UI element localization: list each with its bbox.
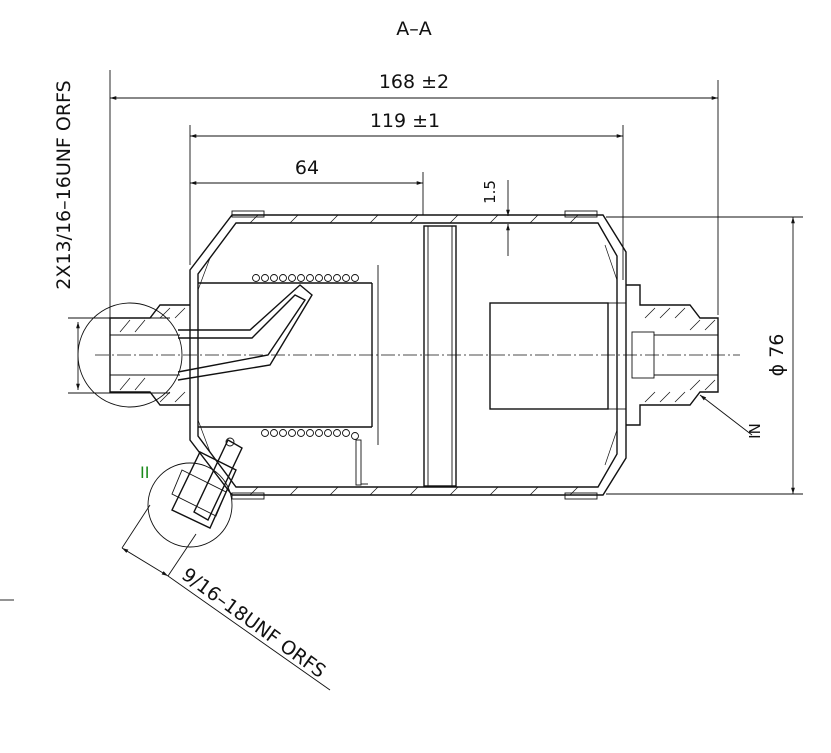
section-title: A–A — [396, 18, 432, 40]
spring-coils — [252, 274, 368, 486]
dimension-diameter-label: ϕ 76 — [766, 334, 788, 377]
dimension-offset-label: 64 — [295, 157, 319, 179]
inlet-label: IN — [746, 423, 764, 439]
filter-core — [423, 225, 457, 487]
dimension-overall-label: 168 ±2 — [379, 71, 449, 93]
filter-shell — [189, 210, 627, 500]
dimension-wall-thickness: 1.5 — [481, 180, 510, 256]
inner-tube — [198, 265, 379, 445]
dimension-diameter: ϕ 76 — [606, 216, 803, 495]
dimension-inlet-offset: 64 — [189, 157, 424, 215]
port-thread-bottom-label: 9/16–18UNF ORFS — [177, 564, 329, 683]
detail-marker: II — [140, 463, 149, 482]
left-fitting — [77, 302, 190, 408]
port-thread-bottom: 9/16–18UNF ORFS — [121, 504, 331, 691]
dimension-body-label: 119 ±1 — [370, 110, 440, 132]
dimension-wall-label: 1.5 — [481, 180, 499, 204]
outlet-block — [489, 302, 627, 410]
port-thread-left: 2X13/16–16UNF ORFS — [53, 80, 170, 394]
detail-circle-left — [77, 302, 183, 408]
dimension-body-length: 119 ±1 — [189, 110, 624, 280]
dimension-overall-length: 168 ±2 — [109, 70, 719, 355]
port-thread-left-label: 2X13/16–16UNF ORFS — [53, 80, 75, 289]
inlet-indicator: IN — [699, 394, 764, 439]
right-fitting — [626, 284, 719, 426]
detail-circle-bottom — [147, 462, 233, 548]
side-port — [147, 437, 243, 548]
inlet-tube — [177, 284, 313, 381]
